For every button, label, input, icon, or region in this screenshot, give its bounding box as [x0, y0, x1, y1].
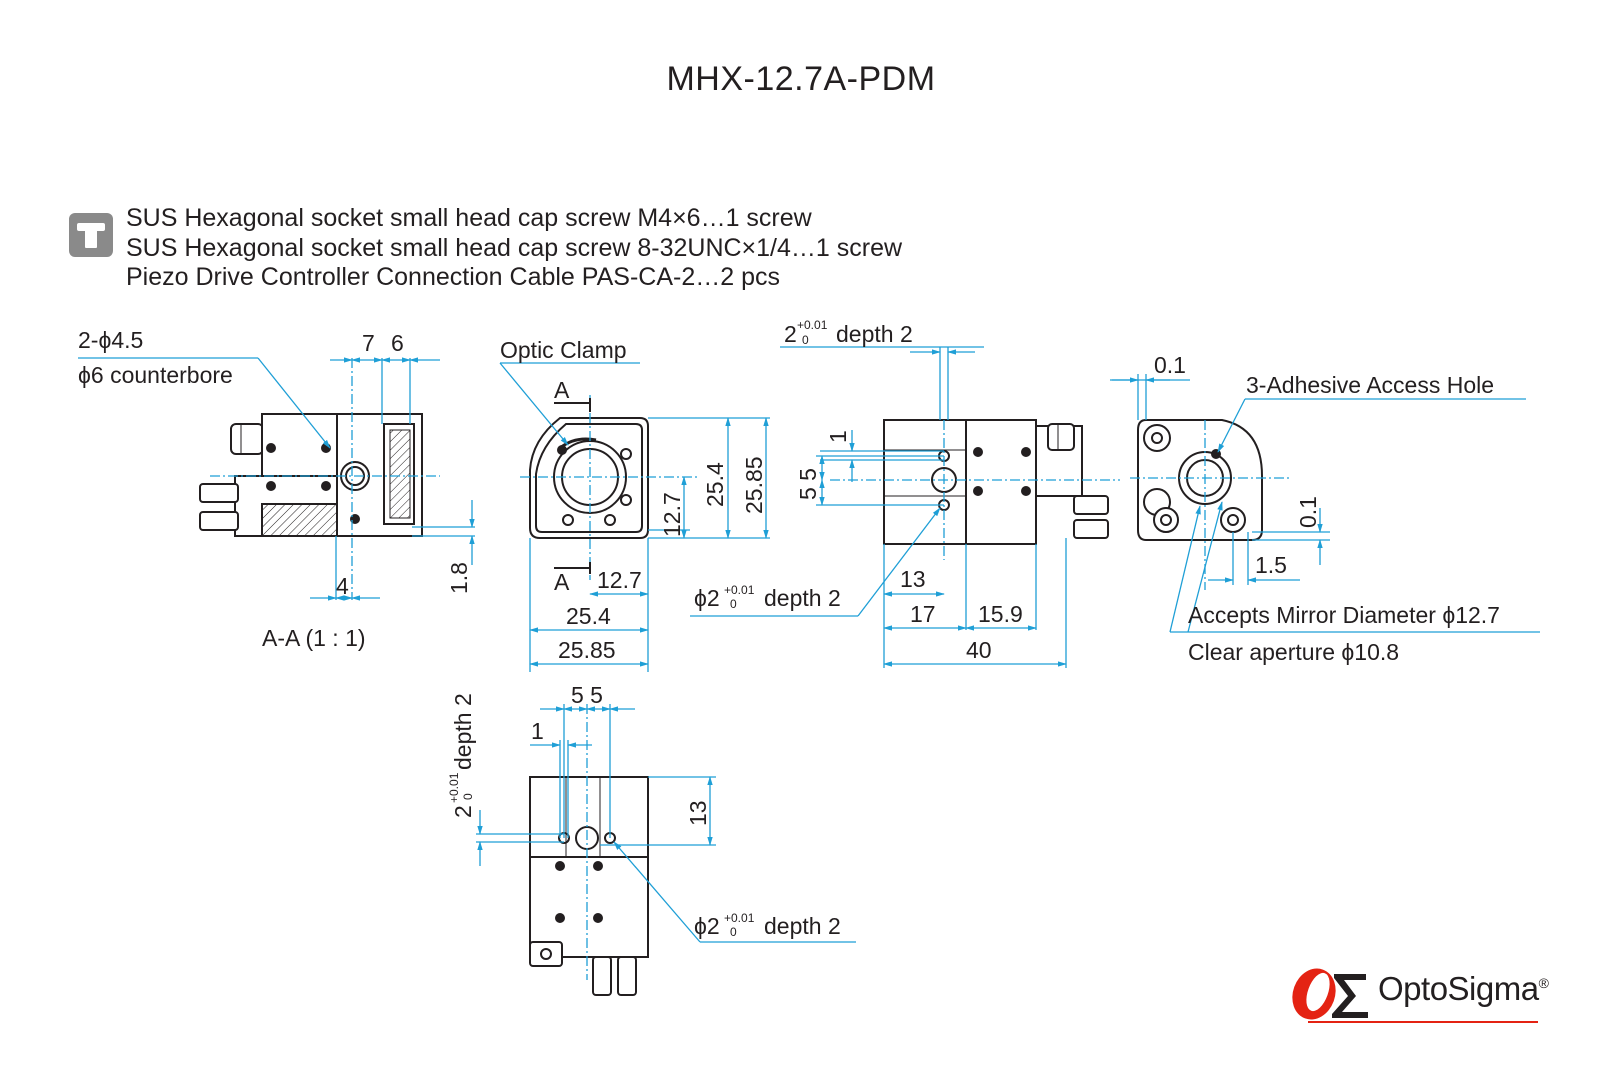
dim-25-4-horizontal: 25.4 [566, 603, 611, 629]
dim-1-8: 1.8 [446, 562, 472, 594]
side-dim-5-5: 5 5 [795, 468, 821, 500]
accessory-line-2: SUS Hexagonal socket small head cap scre… [126, 234, 903, 262]
rear-view-dimensions [1110, 374, 1540, 633]
side-dim-17: 17 [910, 601, 936, 627]
bottom-dim-13: 13 [685, 800, 711, 826]
bottom-pin-right-prefix: ϕ2 [694, 913, 720, 939]
section-mark-top: A [554, 377, 570, 403]
clear-aperture-label: Clear aperture ϕ10.8 [1188, 639, 1399, 665]
side-dim-1: 1 [825, 430, 851, 443]
optic-clamp-label: Optic Clamp [500, 337, 627, 363]
section-caption: A-A (1 : 1) [262, 625, 366, 651]
drawing-title: MHX-12.7A-PDM [666, 60, 936, 98]
section-view-a-a [199, 413, 423, 537]
hole-spec-label: 2-ϕ4.5 [78, 327, 143, 353]
dim-7: 7 [362, 330, 375, 356]
optosigma-logo-icon [1292, 968, 1538, 1023]
dim-4: 4 [336, 573, 349, 599]
dim-25-85-horizontal: 25.85 [558, 637, 616, 663]
section-view-dimensions [78, 357, 475, 601]
bottom-pin-left-suffix: depth 2 [450, 693, 476, 770]
section-mark-bottom: A [554, 569, 570, 595]
rear-dim-0-1-top: 0.1 [1154, 352, 1186, 378]
rear-view [1137, 419, 1263, 541]
side-dim-40: 40 [966, 637, 992, 663]
front-view-dimensions [499, 362, 770, 672]
bottom-pin-left-main: 2 [450, 805, 476, 818]
bottom-pin-left-sub: 0 [461, 793, 475, 800]
mirror-diameter-label: Accepts Mirror Diameter ϕ12.7 [1188, 602, 1500, 628]
bottom-pin-right-sub: 0 [730, 925, 737, 939]
bottom-dim-5-5: 5 5 [571, 682, 603, 708]
front-view [529, 417, 649, 539]
side-pin-spec-main: 2 [784, 321, 797, 347]
rear-dim-0-1-side: 0.1 [1295, 496, 1321, 528]
dim-12-7-horizontal: 12.7 [597, 567, 642, 593]
brand-name: OptoSigma® [1378, 970, 1549, 1008]
screw-accessory-icon [69, 213, 113, 257]
bottom-dim-1: 1 [531, 718, 544, 744]
bottom-view-dimensions [476, 704, 856, 980]
side-view [883, 419, 1109, 545]
side-pin-bottom-suffix: depth 2 [764, 585, 841, 611]
registered-mark: ® [1538, 975, 1549, 991]
dim-12-7-vertical: 12.7 [659, 492, 685, 537]
side-dim-15-9: 15.9 [978, 601, 1023, 627]
adhesive-hole-label: 3-Adhesive Access Hole [1246, 372, 1494, 398]
bottom-view [529, 776, 649, 996]
bottom-pin-right-suffix: depth 2 [764, 913, 841, 939]
dim-6: 6 [391, 330, 404, 356]
side-pin-bottom-sup: +0.01 [724, 583, 755, 597]
side-pin-bottom-prefix: ϕ2 [694, 585, 720, 611]
side-view-dimensions [690, 346, 1120, 668]
side-pin-spec-suffix: depth 2 [836, 321, 913, 347]
accessory-line-3: Piezo Drive Controller Connection Cable … [126, 263, 780, 291]
side-dim-13: 13 [900, 566, 926, 592]
dim-25-85-vertical: 25.85 [741, 456, 767, 514]
accessory-line-1: SUS Hexagonal socket small head cap scre… [126, 204, 812, 232]
rear-dim-1-5: 1.5 [1255, 552, 1287, 578]
bottom-pin-right-sup: +0.01 [724, 911, 755, 925]
side-pin-bottom-sub: 0 [730, 597, 737, 611]
side-pin-spec-sub: 0 [802, 333, 809, 347]
side-pin-spec-sup: +0.01 [797, 318, 828, 332]
brand-wordmark: OptoSigma [1378, 970, 1539, 1007]
dim-25-4-vertical: 25.4 [702, 462, 728, 507]
bottom-pin-left-sup: +0.01 [447, 772, 461, 803]
counterbore-label: ϕ6 counterbore [78, 362, 233, 388]
